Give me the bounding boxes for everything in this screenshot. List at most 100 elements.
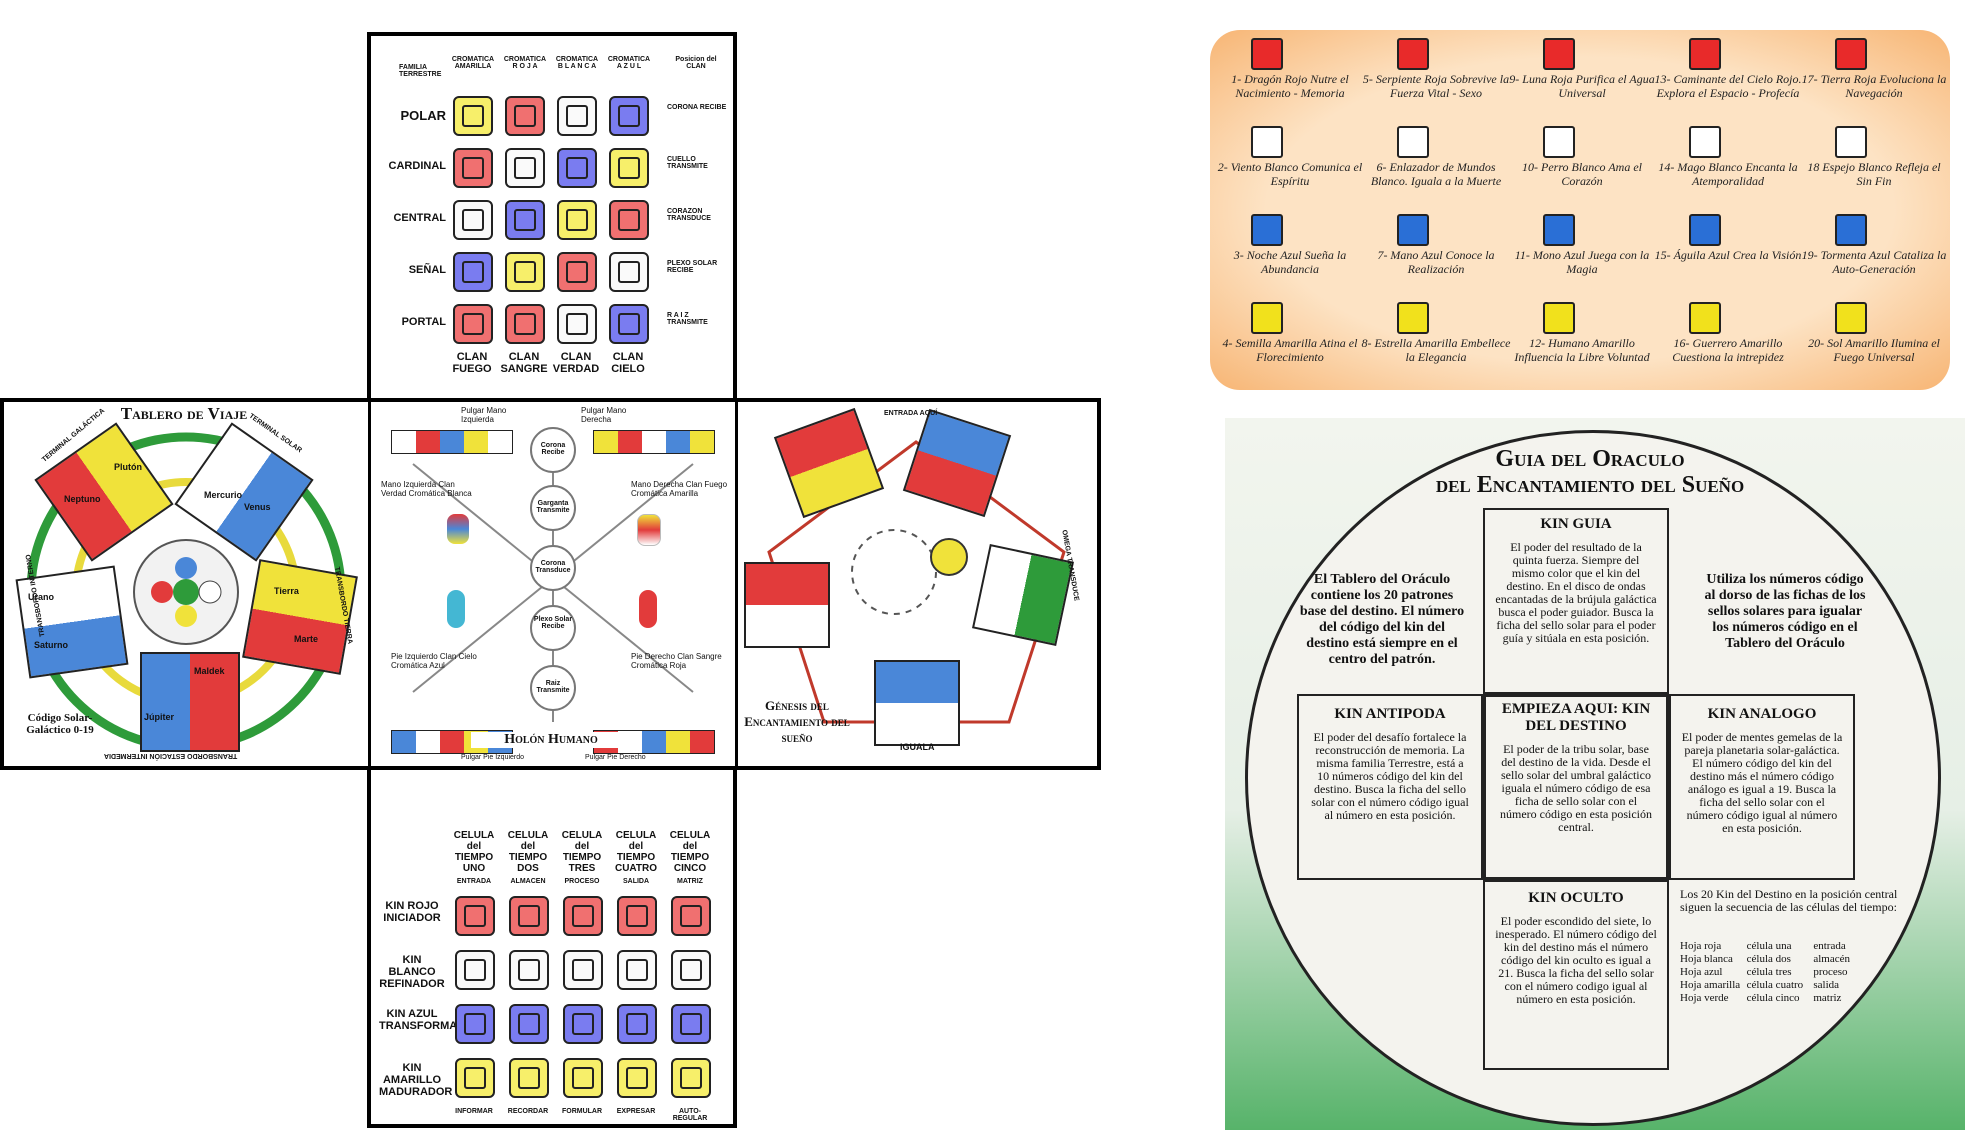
planet-venus: Venus [244,502,271,512]
cells-cell: proceso [1813,966,1848,978]
seal-glyph [557,200,597,240]
seal-strip-top-left [391,430,513,454]
seal-glyph [505,304,545,344]
planet-urano: Urano [28,592,55,602]
pie-izquierdo: Pie Izquierdo Clan Cielo Cromática Azul [391,652,477,670]
seal-label: 3- Noche Azul Sueña la Abundancia [1233,248,1347,276]
node-raiz: Raiz Transmite [536,680,570,694]
seal-glyph [609,96,649,136]
pos-header: Posicion del CLAN [675,56,717,70]
seal-glyph [509,896,549,936]
cells-cell: almacén [1813,953,1850,965]
cells-cell: célula una [1746,940,1792,952]
kin-guia-box: KIN GUIA El poder del resultado de la qu… [1483,508,1669,694]
row-label-portal: PORTAL [401,316,446,328]
seal-glyph [557,96,597,136]
seal-entry: 7- Mano Azul Conoce la Realización [1361,214,1511,276]
seal-glyph-icon [1835,126,1867,158]
seal-entry: 15- Águila Azul Crea la Visión [1653,214,1803,262]
cell-head-2: CELULA del TIEMPO DOS [507,830,549,874]
seal-glyph-icon [1689,214,1721,246]
seal-glyph-icon [1835,302,1867,334]
cell-sub-3: PROCESO [564,878,600,885]
seal-glyph-icon [1397,126,1429,158]
mano-derecha: Mano Derecha Clan Fuego Cromática Amaril… [631,480,728,498]
planet-maldek: Maldek [194,666,225,676]
seal-label: 20- Sol Amarillo Ilumina el Fuego Univer… [1808,336,1940,364]
seal-entry: 11- Mono Azul Juega con la Magia [1507,214,1657,276]
seal-strip-top-right [593,430,715,454]
seal-label: 12- Humano Amarillo Influencia la Libre … [1514,336,1650,364]
node-corona-recibe: Corona Recibe [540,442,566,456]
seal-glyph [557,148,597,188]
tablero-de-viaje: Tablero de Viaje Urano Saturno Júpiter M… [4,402,366,766]
seal-label: 5- Serpiente Roja Sobrevive la Fuerza Vi… [1362,72,1510,100]
seal-label: 9- Luna Roja Purifica el Agua Universal [1509,72,1655,100]
pos-plexo: PLEXO SOLAR RECIBE [667,260,718,274]
seal-label: 6- Enlazador de Mundos Blanco. Iguala a … [1370,160,1502,188]
kin-analogo-title: KIN ANALOGO [1707,706,1817,722]
cells-cell: entrada [1813,940,1846,952]
seal-glyph [505,148,545,188]
seal-glyph [563,1058,603,1098]
seal-glyph [609,304,649,344]
genesis-card [744,562,830,648]
pulgar-mano-izq: Pulgar Mano Izquierda [461,406,507,424]
planet-mercurio: Mercurio [204,490,243,500]
cells-intro: Los 20 Kin del Destino en la posición ce… [1680,887,1898,914]
pie-derecho: Pie Derecho Clan Sangre Cromática Roja [631,652,722,670]
planet-neptuno: Neptuno [64,494,101,504]
seal-entry: 1- Dragón Rojo Nutre el Nacimiento - Mem… [1215,38,1365,100]
seal-glyph [671,896,711,936]
seal-glyph-icon [1251,214,1283,246]
pulgar-pie-der: Pulgar Pie Derecho [585,754,646,761]
seal-glyph [453,148,493,188]
kin-analogo-box: KIN ANALOGO El poder de mentes gemelas d… [1669,694,1855,880]
seal-glyph-icon [1397,214,1429,246]
entrada-aqui: ENTRADA AQUÍ [884,410,938,417]
kin-antipoda-title: KIN ANTIPODA [1334,706,1446,722]
holon-title: Holón Humano [471,732,631,748]
seal-label: 1- Dragón Rojo Nutre el Nacimiento - Mem… [1231,72,1349,100]
seal-entry: 3- Noche Azul Sueña la Abundancia [1215,214,1365,276]
seal-glyph-icon [1543,126,1575,158]
seals-legend-background [1210,30,1950,390]
cells-cell: célula dos [1746,953,1791,965]
col-head-3: CROMATICA B L A N C A [555,56,599,70]
seal-entry: 9- Luna Roja Purifica el Agua Universal [1507,38,1657,100]
seal-label: 16- Guerrero Amarillo Cuestiona la intre… [1672,336,1784,364]
seal-glyph-icon [1251,126,1283,158]
kin-destino-title: EMPIEZA AQUI: KIN DEL DESTINO [1501,701,1651,734]
planet-pluton: Plutón [114,462,142,472]
seal-glyph-icon [1835,38,1867,70]
seal-label: 18 Espejo Blanco Refleja el Sin Fin [1807,160,1941,188]
seal-glyph-icon [1689,38,1721,70]
cells-cell: Hoja azul [1680,966,1723,978]
genesis-title: Génesis del Encantamiento del sueño [744,698,850,745]
seal-glyph [453,252,493,292]
seal-glyph [617,1058,657,1098]
cells-cell: célula tres [1746,966,1792,978]
guide-title-2: del Encantamiento del Sueño [1435,472,1745,498]
seal-glyph [563,1004,603,1044]
holon-lines [412,427,694,722]
time-cells-panel: CELULA del TIEMPO UNO CELULA del TIEMPO … [367,766,737,1128]
oracle-circle [1245,430,1941,1126]
clan-sangre: CLAN SANGRE [500,351,548,375]
seal-entry: 13- Caminante del Cielo Rojo. Explora el… [1653,38,1803,100]
seal-entry: 16- Guerrero Amarillo Cuestiona la intre… [1653,302,1803,364]
seal-glyph [455,1004,495,1044]
guide-left-text: El Tablero del Oráculo contiene los 20 p… [1299,572,1465,667]
seal-label: 17- Tierra Roja Evoluciona la Navegación [1801,72,1947,100]
clan-verdad: CLAN VERDAD [552,351,600,375]
seal-glyph [505,200,545,240]
seal-entry: 18 Espejo Blanco Refleja el Sin Fin [1799,126,1949,188]
seal-entry: 12- Humano Amarillo Influencia la Libre … [1507,302,1657,364]
seal-entry: 14- Mago Blanco Encanta la Atemporalidad [1653,126,1803,188]
seal-glyph-icon [1689,126,1721,158]
planet-tierra: Tierra [274,586,299,596]
genesis-panel: ENTRADA AQUÍ IGUALA OMEGA TRANSDUCE Géne… [734,402,1098,766]
kin-analogo-text: El poder de mentes gemelas de la pareja … [1681,730,1843,835]
cell-sub-2: ALMACEN [510,878,546,885]
